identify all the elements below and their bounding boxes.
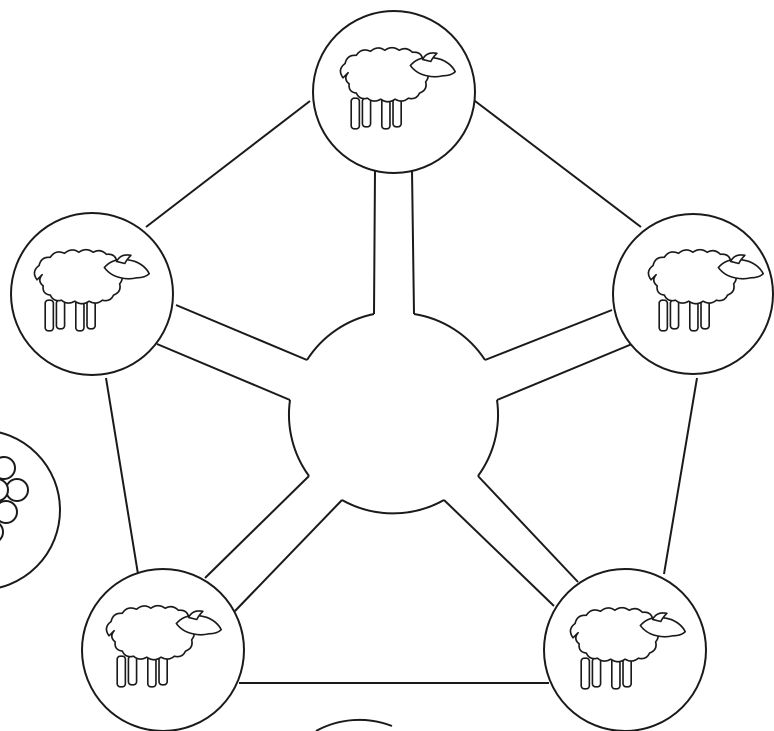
outer-connectors <box>105 100 698 684</box>
partial-space-bottom <box>315 718 393 731</box>
space-right[interactable] <box>612 213 774 375</box>
space-top[interactable] <box>312 10 476 174</box>
central-hub <box>287 313 500 515</box>
space-bottom-right[interactable] <box>543 568 707 731</box>
space-bottom-left[interactable] <box>81 568 245 731</box>
grapes-icon <box>0 456 29 541</box>
grapes-token[interactable] <box>0 430 61 590</box>
spokes <box>156 169 633 612</box>
space-left[interactable] <box>10 212 174 376</box>
